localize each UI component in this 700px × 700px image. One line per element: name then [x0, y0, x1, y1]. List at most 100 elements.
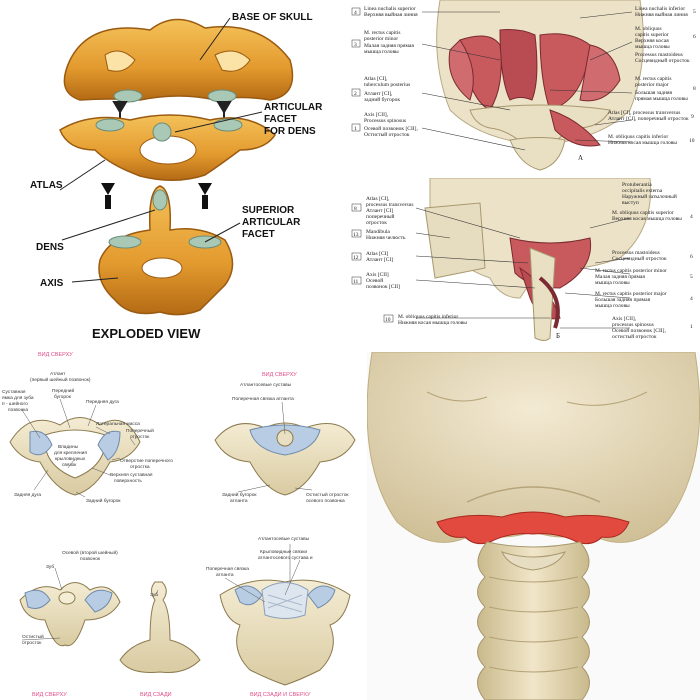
lateral-muscles-illustration: 8 Atlas [CI], processus transversus Атла…	[351, 178, 693, 341]
label-anterior-tubercle-2: бугорок	[54, 394, 72, 400]
lateral-num-6: 6	[690, 254, 693, 260]
title-bottom-c: ВИД СЗАДИ И СВЕРХУ	[250, 692, 311, 698]
posterior-muscles-panel: 4 Linea nuchalis superior Верхняя выйная…	[350, 0, 700, 172]
label-ligament-pits-4: связок	[62, 463, 77, 468]
vertebrae-illustration: ВИД СВЕРХУ ВИД СВЕРХУ ВИД СВЕРХУ ВИД СЗА…	[2, 352, 356, 698]
lateral-right-1-l1: M. obliquus capitis superior	[612, 210, 674, 216]
atlas-highlighted-shape	[436, 511, 630, 545]
vertebrae-diagram-panel: ВИД СВЕРХУ ВИД СВЕРХУ ВИД СВЕРХУ ВИД СЗА…	[0, 350, 365, 700]
label-transverse-process-1: Поперечный	[126, 427, 154, 434]
label-axis: AXIS	[40, 278, 64, 289]
label-ligament-pits-1: Впадины	[58, 444, 79, 450]
label-lateral-mass: Латеральная масса	[96, 421, 140, 427]
cervical-spine-shape	[477, 541, 590, 700]
posterior-muscles-illustration: 4 Linea nuchalis superior Верхняя выйная…	[351, 0, 696, 171]
label-anterior-tubercle-1: Передний	[52, 387, 74, 394]
lateral-num-5: 5	[690, 274, 693, 280]
posterior-num-8: 8	[693, 86, 696, 92]
label-anterior-arch: Передняя дуга	[86, 399, 119, 405]
lateral-right-5-l1: Axis [CII],	[612, 316, 637, 322]
label-posterior-arch: Задняя дуга	[14, 492, 41, 498]
lateral-num-11: 11	[353, 279, 359, 285]
posterior-left-3-l4: Остистый отросток	[364, 131, 410, 138]
label-axis-dens-back: Зуб	[150, 592, 158, 598]
lateral-right-5-l2: processus spinosus	[612, 322, 654, 328]
skull-base-shape	[63, 18, 294, 101]
label-axis-spinous-b: отросток	[22, 641, 42, 646]
posterior-right-1-l5: Processus mastoideus	[635, 52, 683, 58]
posterior-right-3-l2: Атлант [CI], поперечный отросток	[608, 115, 689, 122]
label-posterior-tubercle-atlas-2: атланта	[230, 499, 248, 504]
axis-shape	[98, 185, 234, 316]
axis-title-2: позвонок	[80, 557, 101, 562]
posterior-num-10: 10	[689, 138, 695, 144]
label-axis-dens: Зуб	[46, 564, 54, 570]
label-ligament-pits-3: крыловидных	[55, 457, 86, 462]
atlas-title-2: (первый шейный позвонок)	[30, 376, 91, 383]
label-ligament-pits-2: для крепления	[54, 451, 87, 456]
posterior-num-2: 2	[354, 91, 357, 97]
label-transverse-foramen-2: отростка	[130, 465, 150, 470]
posterior-right-2-l1: M. rectus capitis	[635, 76, 672, 82]
posterior-left-1-l2: posterior minor	[364, 36, 398, 42]
label-superior-facet-2: ARTICULAR	[242, 217, 301, 228]
label-transverse-back-1: Поперечная связка	[206, 566, 249, 572]
lateral-left-3-l2: Осевой	[366, 277, 383, 284]
lateral-left-4-l1: M. obliquus capitis inferior	[398, 313, 458, 320]
posterior-left-3-l1: Axis [CII],	[364, 112, 389, 118]
posterior-left-1-l3: Малая задняя прямая	[364, 43, 414, 49]
posterior-right-1-l4: мышца головы	[635, 44, 670, 50]
lateral-right-3-l3: мышца головы	[595, 280, 630, 286]
posterior-left-2-l2: tuberculum posterius	[364, 82, 410, 88]
lateral-num-10: 10	[385, 317, 391, 323]
title-bottom-a: ВИД СВЕРХУ	[32, 692, 67, 698]
label-atlas: ATLAS	[30, 180, 63, 191]
label-superior-facet-3: FACET	[242, 229, 275, 240]
posterior-left-1-l1: M. rectus capitis	[364, 30, 401, 36]
joint-top-title: Атлантосевые суставы	[240, 382, 292, 388]
lateral-right-3-l1: M. rectus capitis posterior minor	[595, 268, 667, 274]
posterior-right-2-l4: прямая мышца головы	[635, 96, 688, 102]
label-articular-facet-1: ARTICULAR	[264, 102, 323, 113]
lateral-right-2-l2: Сосцевидный отросток	[612, 255, 667, 262]
title-top-view-2: ВИД СВЕРХУ	[262, 372, 297, 378]
lateral-left-1-l1: Mandibula	[366, 229, 390, 235]
lateral-num-1: 1	[690, 324, 693, 330]
label-superior-facet-1: Верхняя суставная	[110, 472, 153, 478]
posterior-right-2-l2: posterior major	[635, 82, 669, 88]
lateral-num-12: 12	[353, 255, 359, 261]
posterior-num-9: 9	[691, 114, 694, 120]
lateral-right-5-l3: Осевой позвонок [CII],	[612, 327, 666, 334]
lateral-right-4-l3: мышца головы	[595, 303, 630, 309]
posterior-num-3: 3	[354, 42, 357, 48]
posterior-right-4-l2: Нижняя косая мышца головы	[608, 140, 677, 146]
skull-atlas-render	[367, 352, 700, 700]
render-3d-panel	[367, 352, 700, 700]
posterior-left-0-l2: Верхняя выйная линия	[364, 11, 418, 18]
lateral-right-3-l2: Малая задняя прямая	[595, 274, 645, 280]
label-dens-facet-3: II - шейного	[2, 400, 28, 407]
label-dens-facet-2: ямка для зуба	[2, 395, 34, 401]
label-articular-facet-3: FOR DENS	[264, 126, 316, 137]
posterior-right-1-l6: Сосцевидный отросток	[635, 57, 690, 64]
posterior-right-0-l2: Нижняя выйная линия	[635, 11, 688, 18]
lateral-left-3-l1: Axis [CII]	[366, 272, 389, 278]
lateral-right-5-l4: остистый отросток	[612, 333, 657, 340]
posterior-num-4: 4	[354, 10, 357, 16]
label-transverse-process-2: отросток	[130, 435, 150, 440]
label-alar-2: атлантосевого сустава и	[258, 556, 313, 561]
posterior-left-0-l1: Linea nuchalis superior	[364, 6, 416, 12]
axis-title-1: Осевой (второй шейный)	[62, 549, 118, 556]
lateral-left-0-l4: поперечный	[366, 213, 395, 220]
lateral-left-2-l1: Atlas [CI]	[366, 251, 388, 257]
lateral-num-8: 8	[354, 206, 357, 212]
label-articular-facet-2: FACET	[264, 114, 297, 125]
lateral-right-0-l1: Protuberantia	[622, 182, 652, 188]
posterior-right-1-l1: M. obliquus	[635, 26, 662, 32]
label-posterior-tubercle-atlas-1: Задний бугорок	[222, 491, 257, 498]
posterior-num-6: 6	[693, 34, 696, 40]
label-dens: DENS	[36, 242, 64, 253]
posterior-num-1: 1	[354, 126, 357, 132]
lateral-left-0-l3: Атлант [CI]	[366, 208, 393, 214]
lateral-left-0-l2: processus transversus	[366, 202, 414, 208]
